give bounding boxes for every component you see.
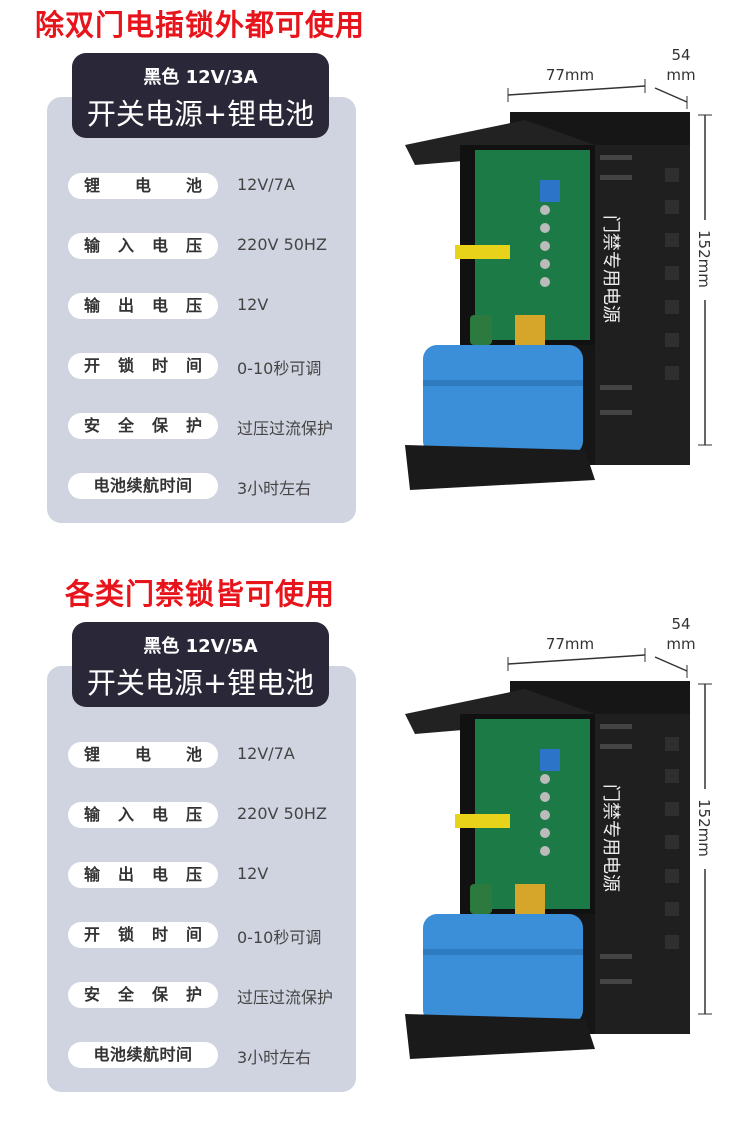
spec-row: 输出电压 12V [68, 293, 368, 319]
spec-value: 过压过流保护 [237, 988, 334, 1007]
width-dimension: 77mm [546, 635, 594, 653]
case-label: 门禁专用电源 [600, 784, 621, 892]
badge-desc: 开关电源+锂电池 [86, 97, 315, 131]
spec-label: 锂电池 [68, 742, 218, 768]
spec-label: 安全保护 [68, 413, 218, 439]
spec-value: 0-10秒可调 [237, 359, 322, 378]
spec-row: 锂电池 12V/7A [68, 742, 368, 768]
spec-row: 锂电池 12V/7A [68, 173, 368, 199]
spec-label: 锂电池 [68, 173, 218, 199]
power-supply-image: 77mm 54 mm 152mm 门禁专用电源 [405, 615, 713, 1059]
spec-row: 电池续航时间 3小时左右 [68, 1042, 368, 1068]
height-dimension: 152mm [695, 799, 713, 857]
height-dimension: 152mm [695, 230, 713, 288]
spec-row: 电池续航时间 3小时左右 [68, 473, 368, 499]
spec-row: 开锁时间 0-10秒可调 [68, 353, 368, 379]
case-label: 门禁专用电源 [600, 215, 621, 323]
spec-label: 开锁时间 [68, 353, 218, 379]
width-dimension: 77mm [546, 66, 594, 84]
spec-label: 输入电压 [68, 233, 218, 259]
depth-dimension: 54 [671, 46, 690, 64]
spec-label: 输出电压 [68, 862, 218, 888]
badge-desc: 开关电源+锂电池 [86, 666, 315, 700]
spec-value: 12V/7A [237, 175, 295, 194]
spec-value: 过压过流保护 [237, 419, 334, 438]
spec-value: 220V 50HZ [237, 235, 327, 254]
spec-row: 输入电压 220V 50HZ [68, 802, 368, 828]
spec-row: 输出电压 12V [68, 862, 368, 888]
spec-row: 安全保护过压过流保护 [68, 982, 368, 1008]
section-title: 除双门电插锁外都可使用 [34, 8, 365, 42]
spec-value: 12V [237, 295, 269, 314]
product-section: 各类门禁锁皆可使用 黑色 12V/5A 开关电源+锂电池 锂电池 12V/7A 输入… [0, 569, 750, 1139]
section-title: 各类门禁锁皆可使用 [64, 577, 335, 611]
spec-label: 电池续航时间 [68, 1042, 218, 1068]
spec-label: 输出电压 [68, 293, 218, 319]
spec-row: 输入电压 220V 50HZ [68, 233, 368, 259]
spec-value: 12V [237, 864, 269, 883]
product-section: 除双门电插锁外都可使用 黑色 12V/3A 开关电源+锂电池 锂电池 12V/7A… [0, 0, 750, 570]
spec-row: 开锁时间 0-10秒可调 [68, 922, 368, 948]
spec-value: 3小时左右 [237, 1048, 312, 1067]
depth-dimension: 54 [671, 615, 690, 633]
spec-value: 0-10秒可调 [237, 928, 322, 947]
model-badge: 黑色 12V/5A 开关电源+锂电池 [72, 622, 329, 707]
depth-unit: mm [666, 66, 695, 84]
badge-model: 黑色 12V/5A [143, 636, 258, 657]
depth-unit: mm [666, 635, 695, 653]
badge-model: 黑色 12V/3A [143, 67, 258, 88]
power-supply-image: 77mm 54 mm 152mm 门禁专用电源 [405, 46, 713, 490]
spec-label: 开锁时间 [68, 922, 218, 948]
spec-value: 220V 50HZ [237, 804, 327, 823]
model-badge: 黑色 12V/3A 开关电源+锂电池 [72, 53, 329, 138]
spec-row: 安全保护过压过流保护 [68, 413, 368, 439]
spec-label: 输入电压 [68, 802, 218, 828]
spec-label: 电池续航时间 [68, 473, 218, 499]
spec-value: 12V/7A [237, 744, 295, 763]
spec-value: 3小时左右 [237, 479, 312, 498]
spec-label: 安全保护 [68, 982, 218, 1008]
